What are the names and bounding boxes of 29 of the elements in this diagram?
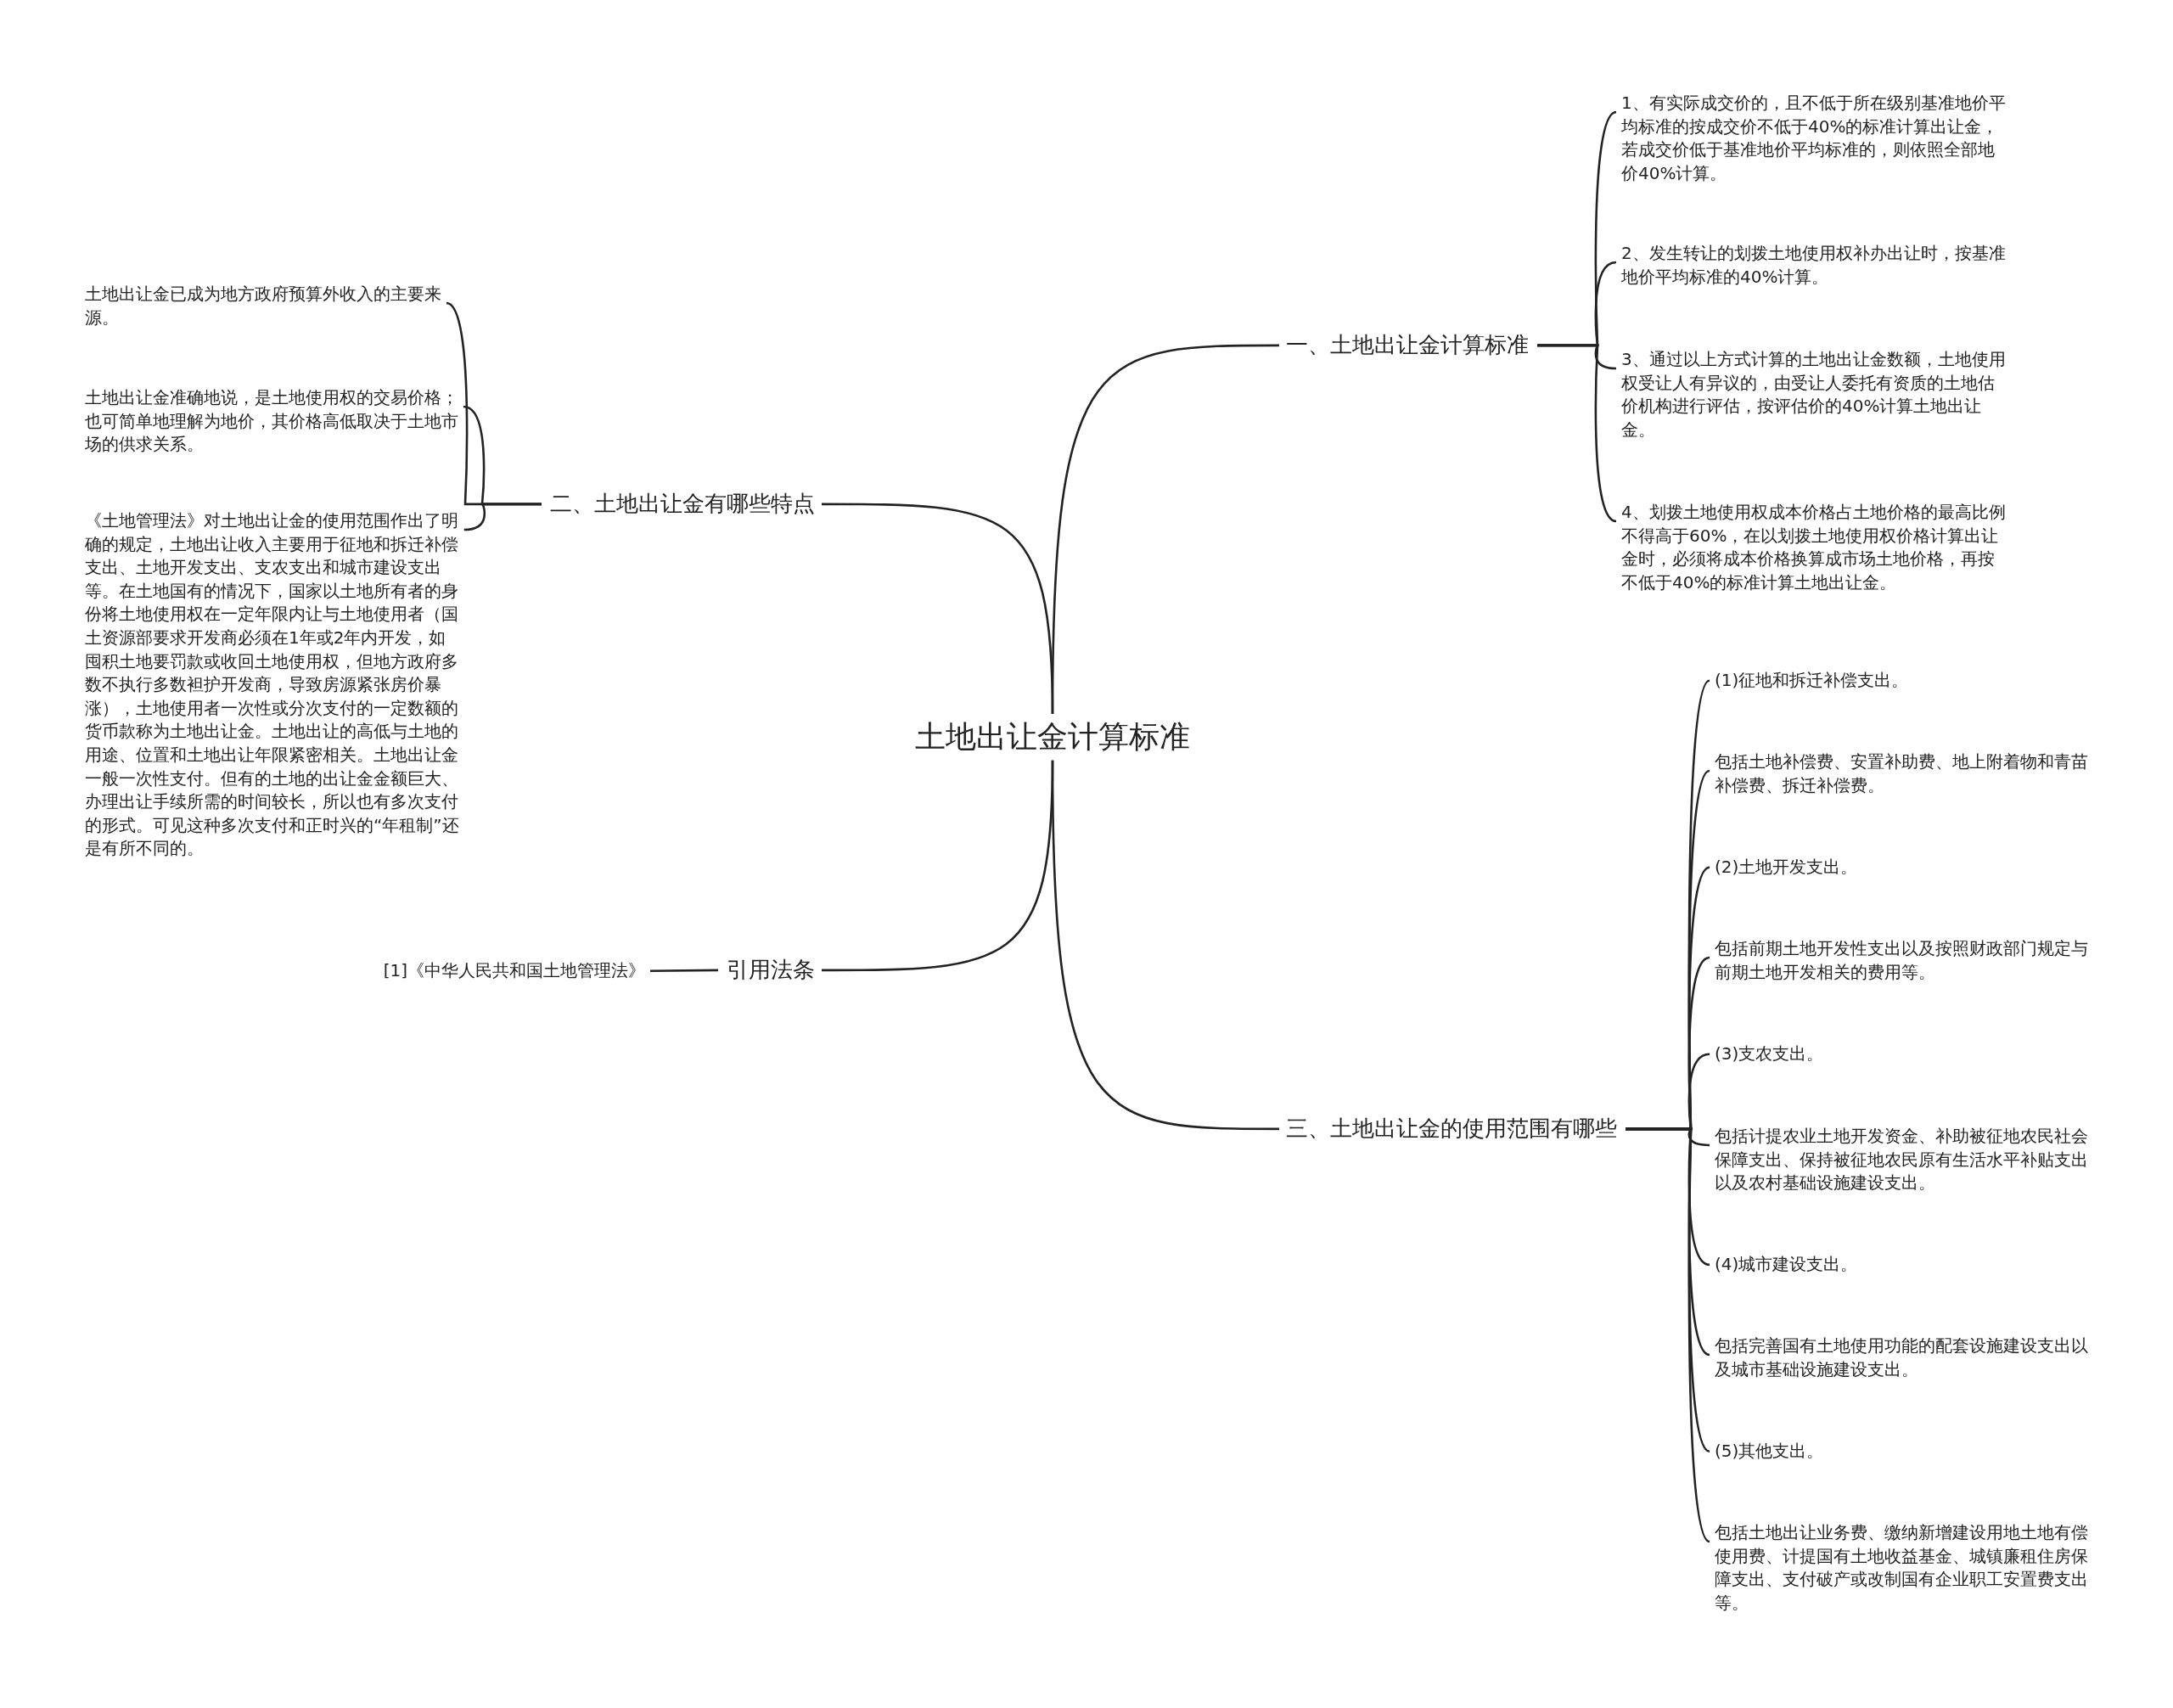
- detail-text: (4)城市建设支出。: [1715, 1253, 2101, 1277]
- detail-text: (2)土地开发支出。: [1715, 856, 2101, 879]
- detail-text: 包括计提农业土地开发资金、补助被征地农民社会保障支出、保持被征地农民原有生活水平补贴支出以及农村基础设施建设支出。: [1715, 1125, 2101, 1195]
- detail-text: 1、有实际成交价的，且不低于所在级别基准地价平均标准的按成交价不低于40%的标准计算出让金，若成交价低于基准地价平均标准的，则依照全部地价40%计算。: [1621, 92, 2007, 186]
- branch-topic: 二、土地出让金有哪些特点: [509, 490, 815, 519]
- central-topic: 土地出让金计算标准: [891, 717, 1214, 757]
- detail-text: 4、划拨土地使用权成本价格占土地价格的最高比例不得高于60%，在以划拨土地使用权价格计算出让金时，必须将成本价格换算成市场土地价格，再按不低于40%的标准计算土地出让金。: [1621, 501, 2007, 595]
- connector-line: [1626, 1127, 1710, 1542]
- branch-topic: 三、土地出让金的使用范围有哪些: [1286, 1115, 1668, 1143]
- detail-text: (1)征地和拆迁补偿支出。: [1715, 669, 2101, 693]
- detail-text: [1]《中华人民共和国土地管理法》: [340, 959, 645, 983]
- detail-text: 土地出让金已成为地方政府预算外收入的主要来源。: [85, 283, 463, 330]
- detail-text: 2、发生转让的划拨土地使用权补办出让时，按基准地价平均标准的40%计算。: [1621, 242, 2007, 289]
- detail-text: 包括完善国有土地使用功能的配套设施建设支出以及城市基础设施建设支出。: [1715, 1334, 2101, 1382]
- detail-text: 土地出让金准确地说，是土地使用权的交易价格；也可简单地理解为地价，其价格高低取决于土地市场的供求关系。: [85, 386, 463, 457]
- detail-text: 3、通过以上方式计算的土地出让金数额，土地使用权受让人有异议的，由受让人委托有资质的土地估价机构进行评估，按评估价的40%计算土地出让金。: [1621, 348, 2007, 442]
- detail-text: 包括土地出让业务费、缴纳新增建设用地土地有偿使用费、计提国有土地收益基金、城镇廉租住房保障支出、支付破产或改制国有企业职工安置费支出等。: [1715, 1521, 2101, 1615]
- detail-text: (5)其他支出。: [1715, 1440, 2101, 1464]
- connector-line: [1051, 760, 1279, 1131]
- detail-text: 包括前期土地开发性支出以及按照财政部门规定与前期土地开发相关的费用等。: [1715, 937, 2101, 985]
- detail-text: (3)支农支出。: [1715, 1042, 2101, 1066]
- connector-line: [1537, 344, 1617, 523]
- connector-line: [463, 503, 542, 531]
- branch-topic: 引用法条: [705, 956, 815, 985]
- connector-line: [650, 969, 718, 973]
- branch-topic: 一、土地出让金计算标准: [1286, 331, 1575, 360]
- detail-text: 包括土地补偿费、安置补助费、地上附着物和青苗补偿费、拆迁补偿费。: [1715, 750, 2101, 798]
- detail-text: 《土地管理法》对土地出让金的使用范围作出了明确的规定，土地出让收入主要用于征地和拆迁补偿支出、土地开发支出、支农支出和城市建设支出等。在土地国有的情况下，国家以土地所有者的身份将土地使用权在一定年限内让与土地使用者（国土资源部要求开发商必须在1年或2年内开发，如囤积土地要罚款或收回土地使用权，但地方政府多数不执行多数袒护开发商，导致房源紧张房价暴涨），土地使用者一次性或分次支付的一定数额的货币款称为土地出让金。土地出让的高低与土地的用途、位置和土地出让年限紧密相关。土地出让金一般一次性支付。但有的土地的出让金金额巨大、办理出让手续所需的时间较长，所以也有多次支付的形式。可见这种多次支付和正时兴的“年租制”还是有所不同的。: [85, 509, 463, 861]
- connector-line: [822, 503, 1054, 715]
